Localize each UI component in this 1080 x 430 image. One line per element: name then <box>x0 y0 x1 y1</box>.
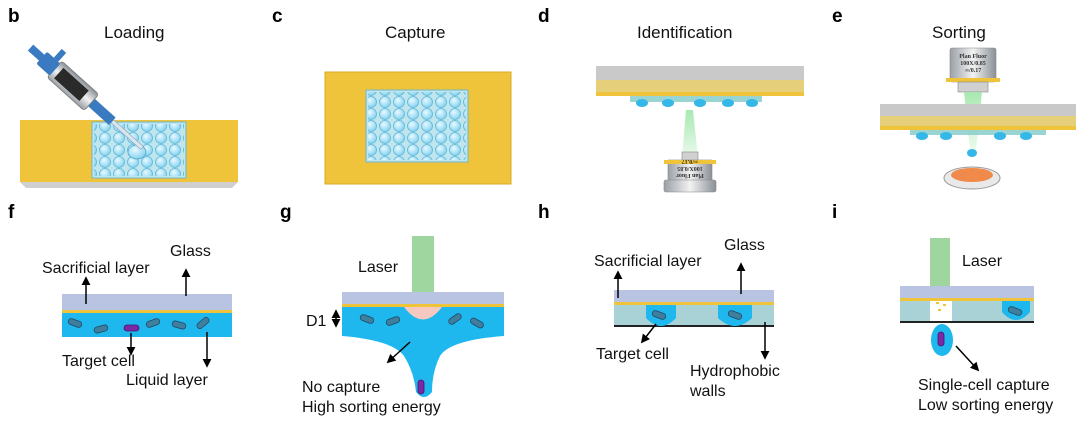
target-cell <box>937 331 945 347</box>
target-cell <box>123 324 140 332</box>
panel-f: f Sacrificial layer Glass Target cell Li… <box>8 202 232 389</box>
target-cell <box>651 310 667 320</box>
sacrificial-layer <box>342 304 504 307</box>
label-low-energy: Low sorting energy <box>918 397 1053 414</box>
panel-letter-g: g <box>280 202 292 223</box>
glass-layer <box>900 286 1034 298</box>
pipette-icon <box>27 44 144 150</box>
objective-text-2: 100X/0.85 <box>677 165 703 171</box>
cells <box>359 313 484 329</box>
label-sacrificial-layer: Sacrificial layer <box>594 253 702 270</box>
label-single-cell: Single-cell capture <box>918 377 1050 394</box>
objective-lens-icon: Plan Fluor 100X/0.85 ∞/0.17 <box>663 151 717 193</box>
objective-text-3: ∞/0.17 <box>965 68 981 74</box>
objective-text-3: ∞/0.17 <box>682 158 698 164</box>
glass-layer <box>614 290 774 302</box>
cell <box>1007 306 1023 316</box>
sacrificial-layer <box>62 310 232 313</box>
label-target-cell: Target cell <box>62 353 135 370</box>
panel-letter-h: h <box>538 202 550 223</box>
label-laser: Laser <box>962 253 1003 270</box>
label-target-cell: Target cell <box>596 346 669 363</box>
light-beam <box>682 110 698 158</box>
debris <box>936 302 946 311</box>
panel-letter-b: b <box>8 6 20 27</box>
sacrificial-layer <box>614 302 774 305</box>
panel-title-b: Loading <box>104 23 165 42</box>
label-glass: Glass <box>724 237 765 254</box>
liquid-jet <box>342 307 504 397</box>
panel-title-d: Identification <box>637 23 732 42</box>
vapor-bubble <box>404 307 442 320</box>
chip-stack <box>880 104 1076 140</box>
label-glass: Glass <box>170 243 211 260</box>
droplet <box>127 144 147 160</box>
panel-h: h Sacrificial layer Glass Target cell Hy… <box>538 202 780 400</box>
label-liquid-layer: Liquid layer <box>126 372 209 389</box>
panel-c: c Capture <box>272 6 512 185</box>
label-walls: walls <box>689 383 726 400</box>
panel-title-e: Sorting <box>932 23 986 42</box>
panel-letter-c: c <box>272 6 283 27</box>
objective-text-2: 100X/0.85 <box>960 61 986 67</box>
chip-stack <box>596 66 804 107</box>
laser-beam <box>412 236 434 296</box>
panel-letter-i: i <box>832 202 837 223</box>
panel-b: b Loading <box>8 6 238 188</box>
collection-dish <box>943 166 1001 190</box>
label-high-energy: High sorting energy <box>302 399 441 416</box>
target-cell <box>417 379 425 395</box>
chip-array <box>365 89 469 163</box>
ejected-droplet <box>967 149 977 157</box>
objective-lens-icon: Plan Fluor 100X/0.85 ∞/0.17 <box>946 47 1000 93</box>
label-d1: D1 <box>306 313 327 330</box>
label-hydrophobic: Hydrophobic <box>690 363 780 380</box>
panel-title-c: Capture <box>385 23 445 42</box>
panel-letter-e: e <box>832 6 843 27</box>
panel-letter-f: f <box>8 202 15 223</box>
laser-beam <box>930 238 950 288</box>
cells <box>67 317 210 334</box>
arrow-droplet <box>955 345 980 372</box>
panel-i: i Laser Single-cell capture Low sorting … <box>832 202 1053 414</box>
label-laser: Laser <box>358 259 399 276</box>
cell <box>727 310 743 320</box>
glass-layer <box>62 294 232 310</box>
panel-letter-d: d <box>538 6 550 27</box>
panel-g: g Laser D1 No capture High sorting energ… <box>280 202 504 416</box>
label-no-capture: No capture <box>302 379 380 396</box>
objective-text-1: Plan Fluor <box>676 172 704 178</box>
sacrificial-layer <box>900 298 1034 301</box>
label-sacrificial-layer: Sacrificial layer <box>42 260 150 277</box>
chip-array <box>91 121 187 179</box>
arrow-jet <box>386 341 411 364</box>
objective-text-1: Plan Fluor <box>959 54 987 60</box>
panel-d: d Identification Plan Fluor 100X/0.85 <box>538 6 804 193</box>
arrow-target <box>640 323 657 344</box>
panel-e: e Sorting Plan Fluor 100X/0.85 ∞/0.17 <box>832 6 1076 190</box>
glass-layer <box>342 292 504 304</box>
